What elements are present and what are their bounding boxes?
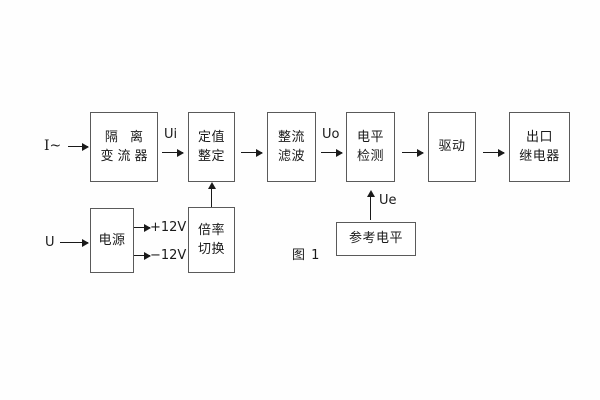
arrow-rail-negative [134, 251, 151, 260]
block-reference-level-line1: 参考电平 [348, 231, 403, 247]
arrow-rectify-to-level-detect [321, 148, 343, 157]
arrow-input-to-power-supply [60, 238, 89, 247]
current-input-label: I~ [44, 138, 62, 154]
rail-label-positive: +12V [150, 220, 187, 235]
arrow-reference-to-level-detect [366, 190, 375, 220]
block-setting: 定值 整定 [188, 112, 235, 182]
arrow-level-detect-to-driver [402, 148, 424, 157]
signal-label-ui: Ui [164, 127, 178, 142]
arrow-input-to-isolation [68, 142, 89, 151]
block-power-supply-line1: 电源 [98, 232, 126, 248]
arrow-driver-to-output-relay [483, 148, 505, 157]
block-isolation-ct-line1: 隔 离 [104, 129, 148, 145]
block-output-relay: 出口 继电器 [509, 112, 570, 182]
block-level-detect: 电平 检测 [346, 112, 395, 182]
block-rectify-filter: 整流 滤波 [267, 112, 316, 182]
block-output-relay-line1: 出口 [525, 129, 553, 145]
block-isolation-ct-line2: 变流器 [100, 149, 152, 164]
rail-label-negative: −12V [150, 248, 187, 263]
block-multiplier-switch-line1: 倍率 [197, 222, 225, 238]
arrow-setting-to-rectify [241, 148, 263, 157]
block-multiplier-switch-line2: 切换 [197, 242, 225, 257]
figure-caption: 图 1 [292, 248, 321, 263]
block-rectify-filter-line1: 整流 [277, 129, 305, 145]
block-level-detect-line1: 电平 [356, 129, 384, 145]
block-setting-line1: 定值 [197, 129, 225, 145]
block-setting-line2: 整定 [197, 149, 225, 164]
signal-label-ue: Ue [379, 193, 397, 208]
block-reference-level: 参考电平 [336, 222, 416, 256]
arrow-rail-positive [134, 223, 151, 232]
block-multiplier-switch: 倍率 切换 [188, 207, 235, 273]
block-level-detect-line2: 检测 [356, 149, 384, 164]
signal-label-uo: Uo [322, 127, 340, 142]
block-rectify-filter-line2: 滤波 [277, 149, 305, 164]
arrow-isolation-to-setting [162, 148, 184, 157]
block-output-relay-line2: 继电器 [519, 149, 560, 164]
block-power-supply: 电源 [90, 208, 134, 273]
voltage-input-label: U [45, 235, 55, 250]
block-driver: 驱动 [428, 112, 476, 182]
block-isolation-ct: 隔 离 变流器 [90, 112, 158, 182]
arrow-multiplier-to-setting [207, 182, 216, 207]
block-driver-line1: 驱动 [438, 139, 466, 155]
